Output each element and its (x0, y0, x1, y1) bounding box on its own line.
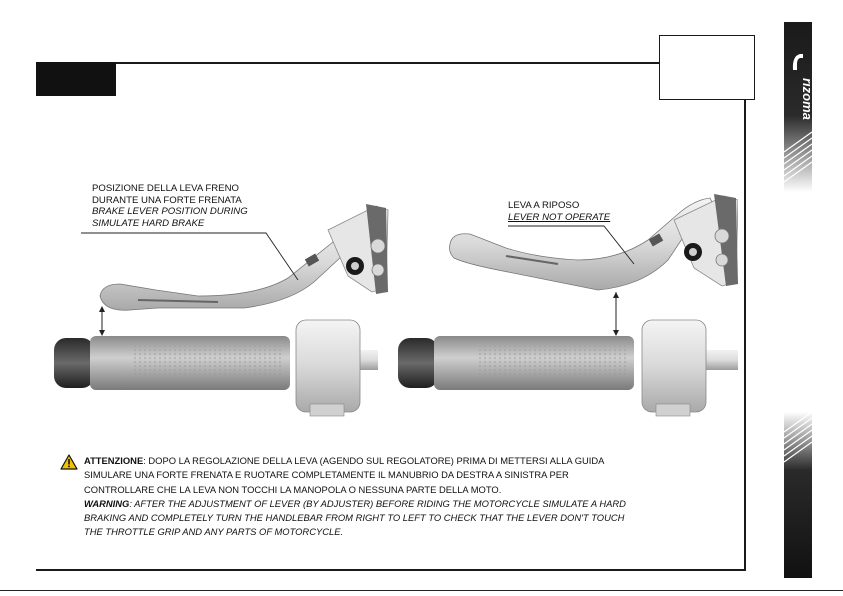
frame-top-border (36, 62, 746, 64)
attention-line-1: ATTENZIONE: DOPO LA REGOLAZIONE DELLA LE… (84, 455, 605, 466)
warning-line-1: WARNING: AFTER THE ADJUSTMENT OF LEVER (… (84, 497, 626, 509)
rest-label: LEVA A RIPOSO LEVER NOT OPERATE (508, 200, 610, 223)
rest-label-it: LEVA A RIPOSO (508, 200, 580, 211)
attention-title: ATTENZIONE (84, 455, 144, 466)
attention-line-2: SIMULARE UNA FORTE FRENATA E RUOTARE COM… (84, 469, 569, 481)
warning-line-3: THE THROTTLE GRIP AND ANY PARTS OF MOTOR… (84, 526, 344, 538)
warning-triangle-icon (60, 454, 78, 470)
lever-illustration (54, 194, 738, 417)
attention-line-3: CONTROLLARE CHE LA LEVA NON TOCCHI LA MA… (84, 483, 502, 495)
safety-notice: ATTENZIONE: DOPO LA REGOLAZIONE DELLA LE… (84, 454, 734, 540)
hard-brake-label-en-2: SIMULATE HARD BRAKE (92, 217, 205, 229)
hard-brake-label-it-1: POSIZIONE DELLA LEVA FRENO (92, 183, 239, 194)
frame-right-border (744, 62, 746, 571)
brand-logo: rizoma (786, 48, 815, 128)
hard-brake-label-en-1: BRAKE LEVER POSITION DURING (92, 206, 248, 217)
warning-line-2: BRAKING AND COMPLETELY TURN THE HANDLEBA… (84, 512, 625, 524)
hard-brake-label: POSIZIONE DELLA LEVA FRENO DURANTE UNA F… (92, 183, 248, 229)
brand-side-strip (784, 22, 812, 578)
warning-title: WARNING (84, 497, 130, 509)
section-tab (36, 62, 116, 96)
hard-brake-label-it-2: DURANTE UNA FORTE FRENATA (92, 194, 242, 206)
right-assembly (398, 194, 738, 417)
brand-mark-icon (792, 54, 803, 70)
page-bottom-rule (0, 590, 843, 591)
frame-bottom-border (36, 569, 746, 571)
left-assembly (54, 204, 389, 417)
brand-name: rizoma (800, 78, 810, 120)
rest-label-en: LEVER NOT OPERATE (508, 211, 611, 223)
reference-box (659, 35, 755, 100)
